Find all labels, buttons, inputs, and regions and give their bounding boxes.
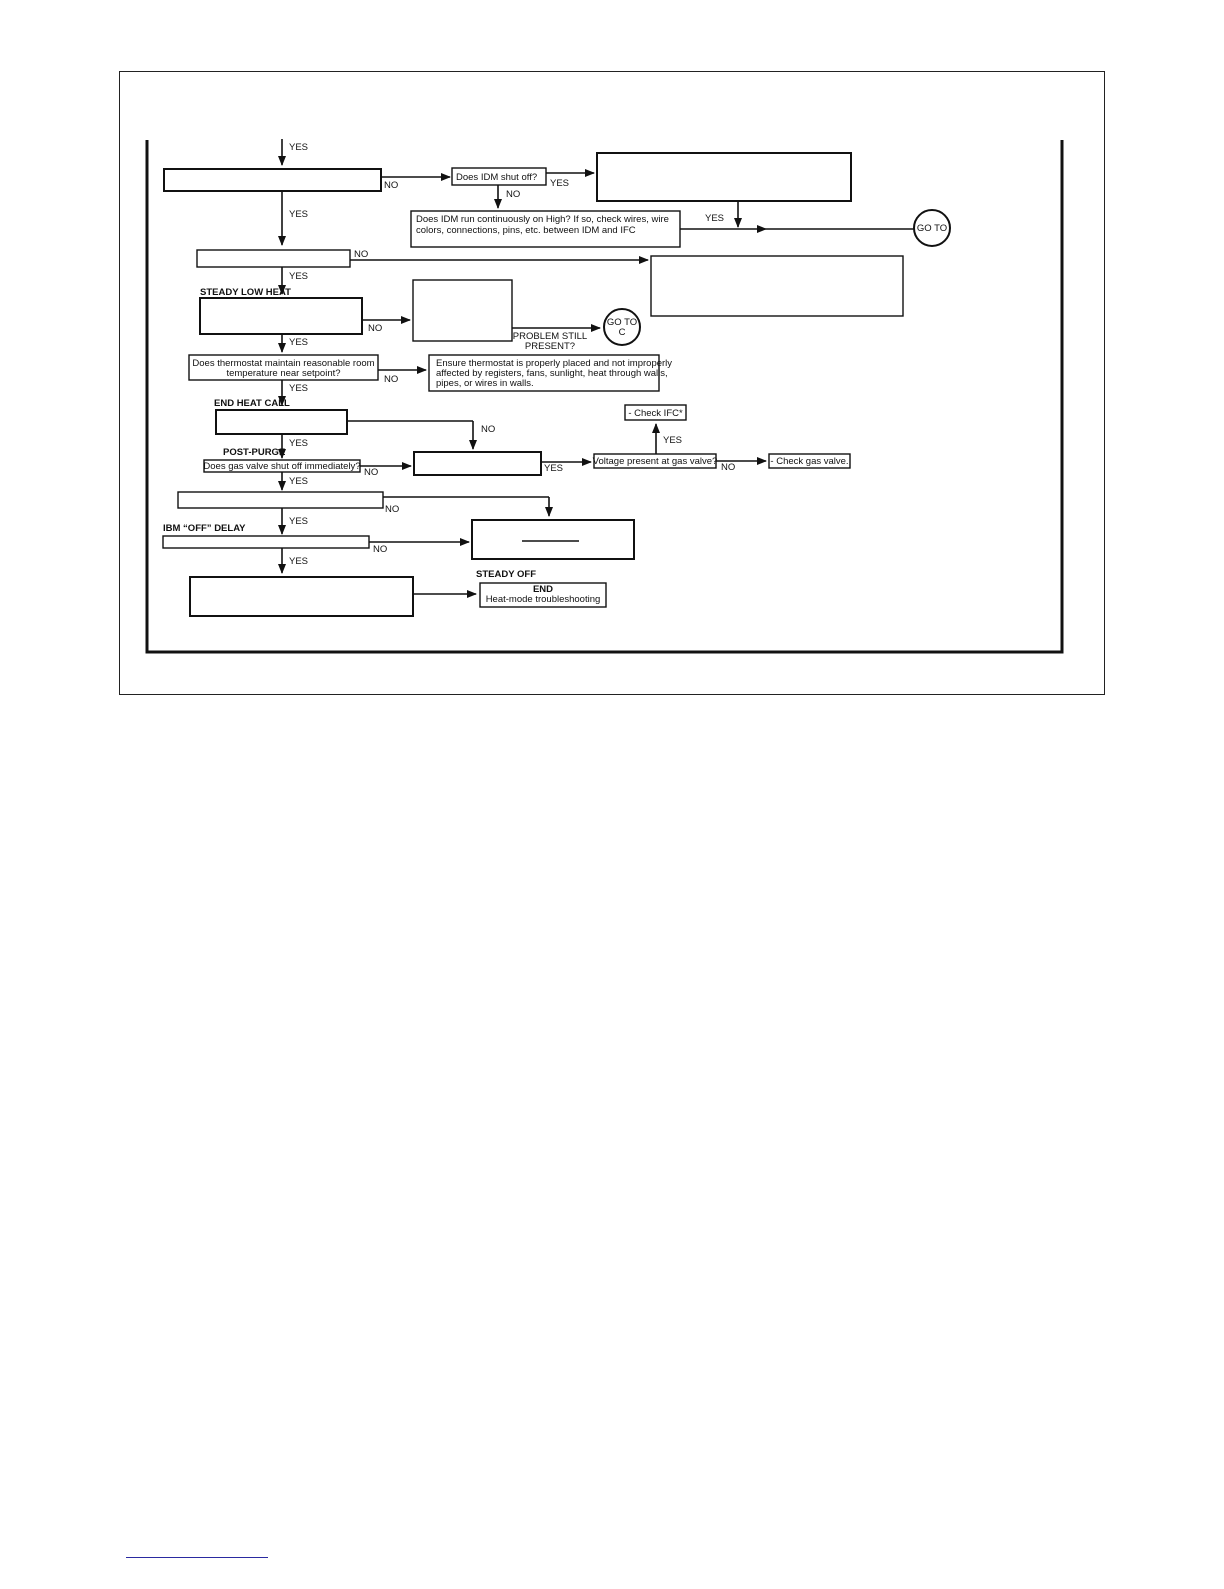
problem-still-present-label: PRESENT? <box>525 341 575 352</box>
yes-label: YES <box>705 213 724 224</box>
step-box-6 <box>162 535 370 549</box>
yes-label: YES <box>289 556 308 567</box>
ensure-thermostat-text: affected by registers, fans, sunlight, h… <box>436 368 668 379</box>
yes-label: YES <box>289 476 308 487</box>
step-box-5 <box>177 491 384 509</box>
check-ifc-text: - Check IFC* <box>628 408 683 419</box>
thermostat-question-text: temperature near setpoint? <box>226 368 340 379</box>
idm-shut-off-text: Does IDM shut off? <box>456 172 537 183</box>
voltage-question-text: Voltage present at gas valve? <box>593 456 718 467</box>
goto-c-connector-text: GO TO <box>607 317 637 328</box>
steady-low-heat-label: STEADY LOW HEAT <box>200 287 291 298</box>
yes-label: YES <box>544 463 563 474</box>
idm-high-question-box <box>410 210 681 248</box>
no-label: NO <box>506 189 520 200</box>
yes-label: YES <box>289 438 308 449</box>
no-label: NO <box>368 323 382 334</box>
step-box-4 <box>215 409 348 435</box>
goto-connector-text: GO TO <box>917 223 947 234</box>
yes-label: YES <box>289 383 308 394</box>
no-label: NO <box>385 504 399 515</box>
inner-frame <box>145 140 1064 654</box>
yes-label: YES <box>289 209 308 220</box>
step-box-2 <box>196 249 351 268</box>
no-label: NO <box>384 180 398 191</box>
end-subtitle: Heat-mode troubleshooting <box>486 594 601 605</box>
idm-shut-off-box <box>451 167 547 186</box>
check-ifc-box <box>624 404 687 421</box>
yes-label: YES <box>663 435 682 446</box>
thermostat-question-box <box>188 354 379 381</box>
outer-frame <box>119 71 1105 695</box>
goto-c-connector <box>603 308 641 346</box>
gas-valve-question-text: Does gas valve shut off immediately? <box>203 461 360 472</box>
check-gas-valve-text: - Check gas valve. <box>770 456 848 467</box>
step-box-1 <box>163 168 382 192</box>
idm-high-question-text: Does IDM run continuously on High? If so… <box>416 214 669 225</box>
ensure-thermostat-text: Ensure thermostat is properly placed and… <box>436 358 672 369</box>
steady-off-label: STEADY OFF <box>476 569 536 580</box>
check-gas-valve-box <box>768 453 851 469</box>
no-label: NO <box>373 544 387 555</box>
no-label: NO <box>364 467 378 478</box>
ensure-thermostat-box <box>428 354 660 392</box>
no-label: NO <box>721 462 735 473</box>
end-box <box>479 582 607 608</box>
step-box-7 <box>189 576 414 617</box>
idm-high-question-text: colors, connections, pins, etc. between … <box>416 225 636 236</box>
ibm-off-delay-label: IBM “OFF” DELAY <box>163 523 246 534</box>
result-box-top-right <box>596 152 852 202</box>
problem-still-present-label: PROBLEM STILL <box>513 331 587 342</box>
no-label: NO <box>354 249 368 260</box>
post-purge-label: POST-PURGE <box>223 447 285 458</box>
result-box-right <box>650 255 904 317</box>
yes-label: YES <box>289 142 308 153</box>
end-heat-call-label: END HEAT CALL <box>214 398 290 409</box>
end-title: END <box>533 584 553 595</box>
action-box-lower <box>471 519 635 560</box>
goto-c-connector-text: C <box>619 327 626 338</box>
ensure-thermostat-text: pipes, or wires in walls. <box>436 378 534 389</box>
yes-label: YES <box>289 337 308 348</box>
step-box-3 <box>199 297 363 335</box>
thermostat-question-text: Does thermostat maintain reasonable room <box>192 358 374 369</box>
goto-connector <box>913 209 951 247</box>
no-label: NO <box>384 374 398 385</box>
yes-label: YES <box>550 178 569 189</box>
action-box-low-heat <box>412 279 513 342</box>
yes-label: YES <box>289 516 308 527</box>
action-box-gas <box>413 451 542 476</box>
yes-label: YES <box>289 271 308 282</box>
no-label: NO <box>481 424 495 435</box>
footer-rule <box>126 1557 268 1558</box>
